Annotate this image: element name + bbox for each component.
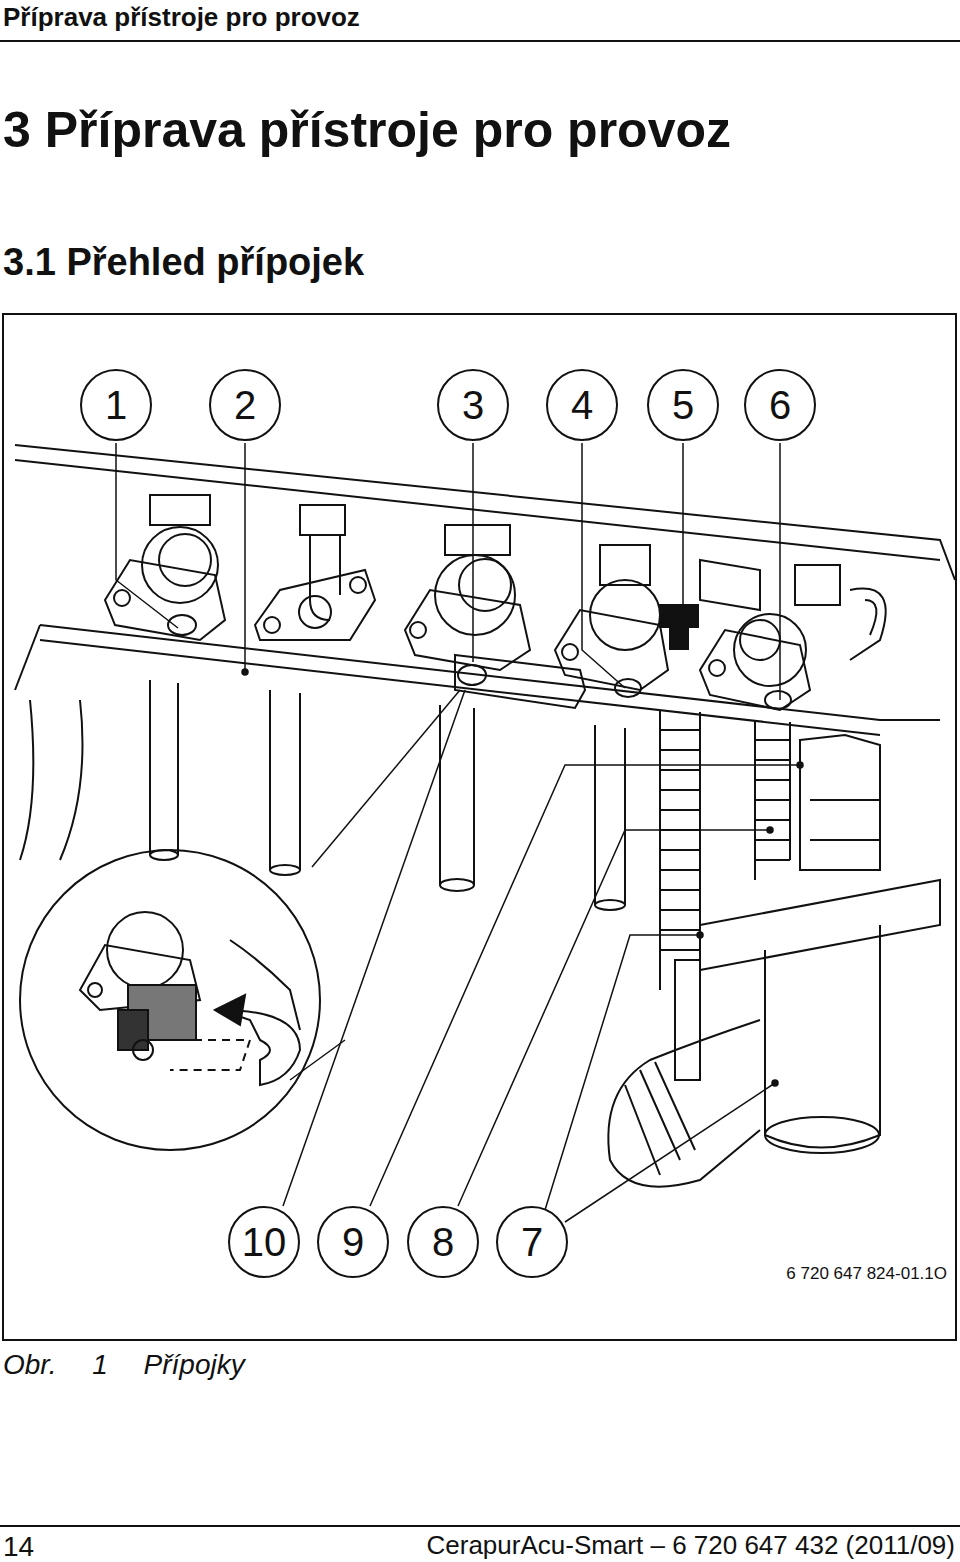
- callout-number: 1: [105, 385, 127, 425]
- section-heading: 3 Příprava přístroje pro provoz: [3, 100, 731, 160]
- callout-number: 5: [672, 385, 694, 425]
- callout-circle: 10: [228, 1206, 300, 1278]
- callout-number: 4: [571, 385, 593, 425]
- callout-circle: 2: [209, 369, 281, 441]
- subsection-heading: 3.1 Přehled přípojek: [3, 240, 364, 286]
- callout-circle: 6: [744, 369, 816, 441]
- callout-circle: 8: [407, 1206, 479, 1278]
- callout-circle: 4: [546, 369, 618, 441]
- callout-circle: 3: [437, 369, 509, 441]
- callout-circle: 1: [80, 369, 152, 441]
- callout-circle: 5: [647, 369, 719, 441]
- running-header: Příprava přístroje pro provoz: [3, 2, 360, 33]
- callout-number: 7: [521, 1222, 543, 1262]
- page-number: 14: [3, 1530, 34, 1562]
- callout-number: 3: [462, 385, 484, 425]
- callout-number: 6: [769, 385, 791, 425]
- callout-number: 8: [432, 1222, 454, 1262]
- callout-circle: 9: [317, 1206, 389, 1278]
- callout-circle: 7: [496, 1206, 568, 1278]
- figure-caption: Obr. 1 Přípojky: [3, 1348, 245, 1382]
- figure-code: 6 720 647 824-01.1O: [786, 1264, 947, 1284]
- callout-number: 10: [242, 1222, 287, 1262]
- callout-number: 9: [342, 1222, 364, 1262]
- footer-document: CerapurAcu-Smart – 6 720 647 432 (2011/0…: [426, 1530, 955, 1561]
- callout-number: 2: [234, 385, 256, 425]
